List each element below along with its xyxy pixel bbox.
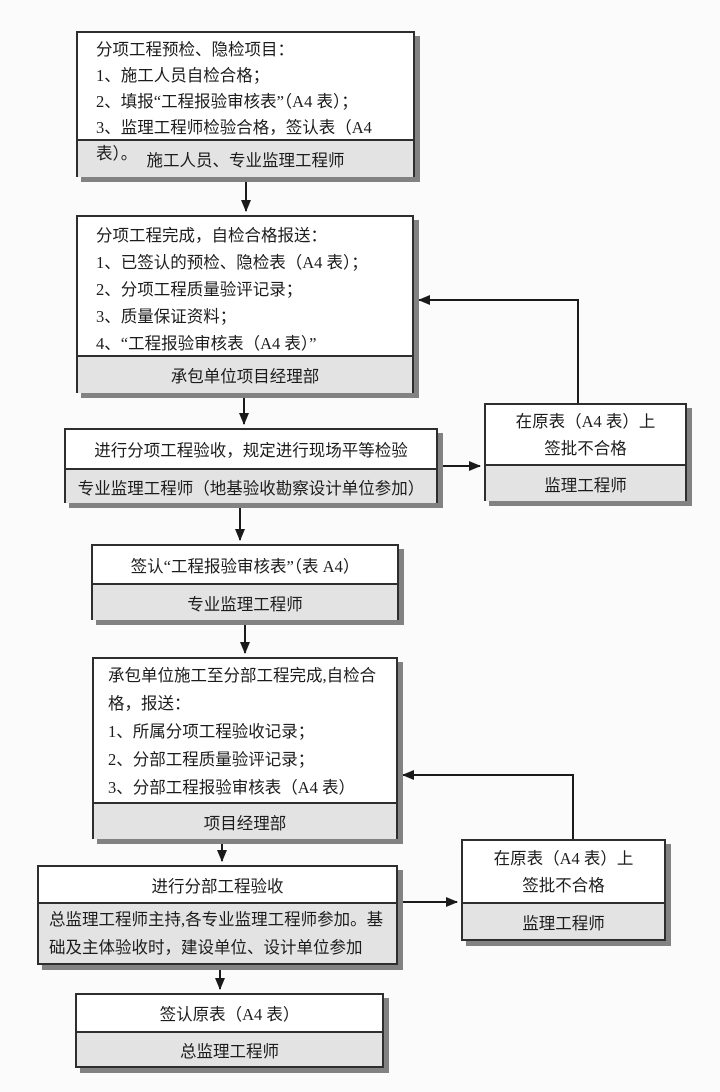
step4-responsible-label: 专业监理工程师 — [93, 583, 397, 620]
step3-responsible-label: 专业监理工程师（地基验收勘察设计单位参加） — [66, 468, 436, 503]
step1-line-2: 1、施工人员自检合格； — [96, 66, 270, 85]
step4-title: 签认“工程报验审核表”（表 A4） — [130, 556, 360, 576]
step2-subitem-complete-box: 分项工程完成，自检合格报送： 1、已签认的预检、隐检表（A4 表）； 2、分项工… — [76, 215, 414, 393]
step5-line-4: 3、分部工程报验审核表（A4 表） — [108, 778, 356, 797]
step3-subitem-acceptance-box: 进行分项工程验收，规定进行现场平等检验 专业监理工程师（地基验收勘察设计单位参加… — [64, 428, 438, 503]
step2-line-5: 4、“工程报验审核表（A4 表）” — [96, 334, 317, 353]
step5-subdivision-complete-box: 承包单位施工至分部工程完成,自检合格，报送： 1、所属分项工程验收记录； 2、分… — [92, 657, 398, 839]
step1-line-4: 3、监理工程师检验合格，签认表（A4 表）。 — [96, 118, 372, 163]
step7-sign-original-form-box: 签认原表（A4 表） 总监理工程师 — [75, 993, 384, 1068]
step1-responsible-label: 施工人员、专业监理工程师 — [78, 139, 413, 177]
step3-title: 进行分项工程验收，规定进行现场平等检验 — [94, 441, 408, 460]
step4-sign-review-form-box: 签认“工程报验审核表”（表 A4） 专业监理工程师 — [91, 544, 399, 620]
step7-responsible-label: 总监理工程师 — [77, 1031, 382, 1066]
step5-line-1: 承包单位施工至分部工程完成,自检合格，报送： — [108, 666, 377, 713]
step1-line-1: 分项工程预检、隐检项目： — [96, 40, 294, 59]
reject2-line-1: 在原表（A4 表）上 — [493, 848, 634, 868]
reject2-body: 在原表（A4 表）上 签批不合格 — [463, 841, 664, 902]
step2-line-1: 分项工程完成，自检合格报送： — [96, 226, 327, 245]
reject1-line-2: 签批不合格 — [544, 438, 627, 458]
step2-line-2: 1、已签认的预检、隐检表（A4 表）； — [96, 253, 368, 272]
step2-responsible-label: 承包单位项目经理部 — [78, 355, 412, 393]
connector-reject1-back-to-step2 — [418, 295, 579, 403]
step6-title: 进行分部工程验收 — [151, 876, 284, 896]
reject2-mark-fail-box: 在原表（A4 表）上 签批不合格 监理工程师 — [461, 839, 666, 941]
reject1-line-1: 在原表（A4 表）上 — [515, 411, 656, 431]
step5-responsible-label: 项目经理部 — [94, 802, 396, 839]
reject1-mark-fail-box: 在原表（A4 表）上 签批不合格 监理工程师 — [484, 403, 687, 501]
connector-reject2-back-to-step5 — [402, 770, 574, 839]
reject2-responsible-label: 监理工程师 — [463, 902, 664, 939]
step6-responsible-label: 总监理工程师主持,各专业监理工程师参加。基础及主体验收时，建设单位、设计单位参加 — [39, 902, 396, 963]
step1-line-3: 2、填报“工程报验审核表”（A4 表）； — [96, 92, 358, 111]
step2-line-4: 3、质量保证资料； — [96, 307, 237, 326]
step1-body: 分项工程预检、隐检项目： 1、施工人员自检合格； 2、填报“工程报验审核表”（A… — [78, 33, 413, 163]
step5-line-2: 1、所属分项工程验收记录； — [108, 722, 315, 741]
reject1-body: 在原表（A4 表）上 签批不合格 — [486, 405, 685, 464]
step5-body: 承包单位施工至分部工程完成,自检合格，报送： 1、所属分项工程验收记录； 2、分… — [94, 659, 396, 802]
step6-subdivision-acceptance-box: 进行分部工程验收 总监理工程师主持,各专业监理工程师参加。基础及主体验收时，建设… — [37, 865, 398, 965]
reject1-responsible-label: 监理工程师 — [486, 464, 685, 501]
step2-line-3: 2、分项工程质量验评记录； — [96, 280, 303, 299]
step5-line-3: 2、分部工程质量验评记录； — [108, 750, 315, 769]
step2-body: 分项工程完成，自检合格报送： 1、已签认的预检、隐检表（A4 表）； 2、分项工… — [78, 217, 412, 355]
reject2-line-2: 签批不合格 — [522, 875, 605, 895]
step7-title: 签认原表（A4 表） — [159, 1005, 300, 1024]
step1-precheck-items-box: 分项工程预检、隐检项目： 1、施工人员自检合格； 2、填报“工程报验审核表”（A… — [76, 31, 415, 177]
